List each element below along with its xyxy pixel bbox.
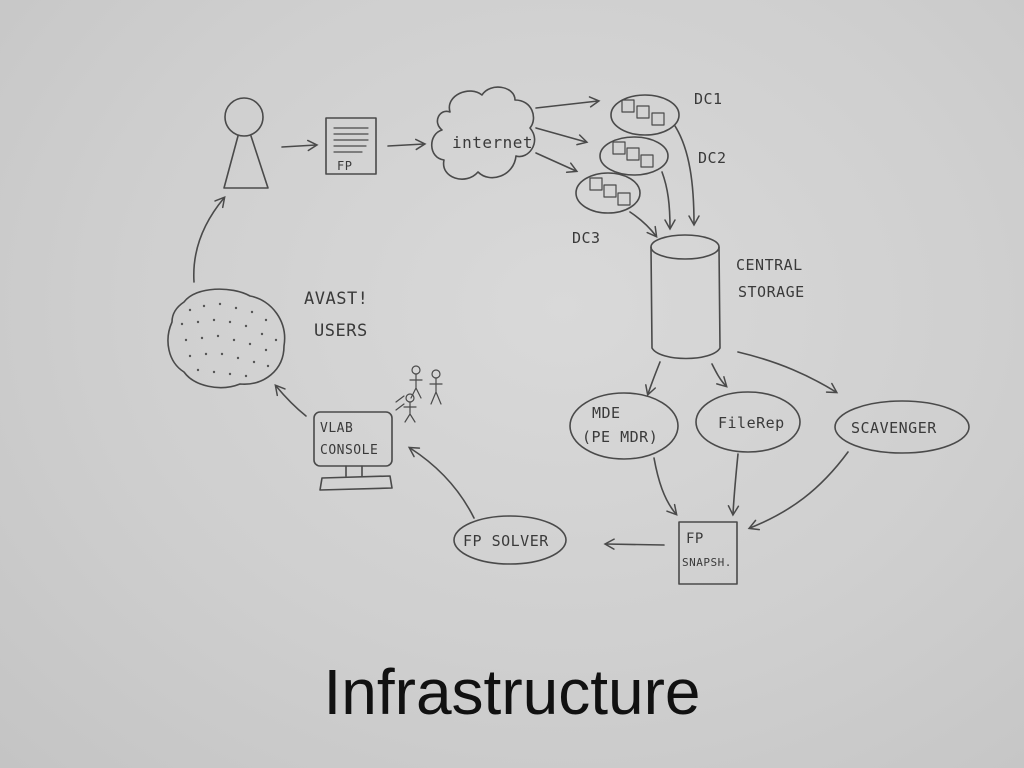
avast-users-cloud-icon	[167, 288, 286, 389]
analysts-figures-icon	[395, 365, 443, 423]
scavenger-label: SCAVENGER	[851, 419, 937, 437]
dc2-label: DC2	[698, 149, 727, 167]
mde-label-line2: (PE MDR)	[582, 428, 658, 446]
internet-cloud-icon: internet	[430, 86, 536, 180]
dc1-datacenter-icon	[610, 94, 680, 136]
dc3-datacenter-icon	[575, 172, 641, 214]
arrow-filerep-to-snapsh	[727, 453, 740, 517]
internet-label: internet	[452, 133, 533, 152]
central-storage-cylinder-icon	[650, 234, 721, 360]
slide-caption: Infrastructure	[323, 656, 701, 728]
arrow-fp-to-internet	[387, 138, 427, 151]
arrow-dc2-to-storage	[661, 171, 676, 231]
dc2-datacenter-icon	[599, 136, 669, 176]
dc3-label: DC3	[572, 229, 601, 247]
vlab-console-monitor-icon: VLAB CONSOLE	[313, 411, 393, 491]
avast-users-label-line2: USERS	[314, 321, 368, 341]
scavenger-node: SCAVENGER	[834, 400, 970, 454]
user-figure-icon	[223, 97, 269, 189]
arrow-users-to-user	[193, 196, 226, 283]
arrow-snapsh-to-solver	[603, 538, 665, 550]
filerep-label: FileRep	[718, 414, 785, 432]
arrow-mde-to-snapsh	[653, 457, 678, 516]
fp-document-icon: FP	[325, 117, 377, 175]
arrow-dc1-to-storage	[674, 125, 700, 227]
fp-solver-label: FP SOLVER	[463, 532, 549, 550]
arrow-internet-to-dc1	[535, 96, 601, 109]
arrow-solver-to-console	[407, 446, 475, 519]
arrow-dc3-to-storage	[629, 211, 658, 239]
mde-node: MDE (PE MDR)	[569, 392, 679, 460]
arrow-internet-to-dc3	[535, 152, 579, 174]
central-storage-label-line1: CENTRAL	[736, 256, 803, 274]
vlab-console-label-line2: CONSOLE	[320, 443, 378, 458]
filerep-node: FileRep	[695, 391, 801, 453]
avast-users-label-line1: AVAST!	[304, 289, 368, 309]
mde-label-line1: MDE	[592, 404, 621, 422]
fp-snapshot-label-line2: SNAPSH.	[682, 556, 732, 569]
fp-document-label: FP	[337, 159, 352, 173]
arrow-console-to-users	[274, 384, 307, 417]
arrow-storage-to-mde	[645, 361, 661, 397]
dc1-label: DC1	[694, 90, 723, 108]
fp-snapshot-label-line1: FP	[686, 531, 704, 547]
arrow-user-to-fp	[281, 139, 319, 152]
arrow-scavenger-to-snapsh	[747, 451, 849, 531]
arrow-storage-to-filerep	[711, 363, 728, 388]
arrow-storage-to-scavenger	[737, 351, 839, 394]
arrow-internet-to-dc2	[535, 127, 589, 146]
fp-solver-node: FP SOLVER	[453, 515, 567, 565]
fp-snapshot-node: FP SNAPSH.	[678, 521, 738, 585]
vlab-console-label-line1: VLAB	[320, 421, 353, 436]
central-storage-label-line2: STORAGE	[738, 283, 805, 301]
